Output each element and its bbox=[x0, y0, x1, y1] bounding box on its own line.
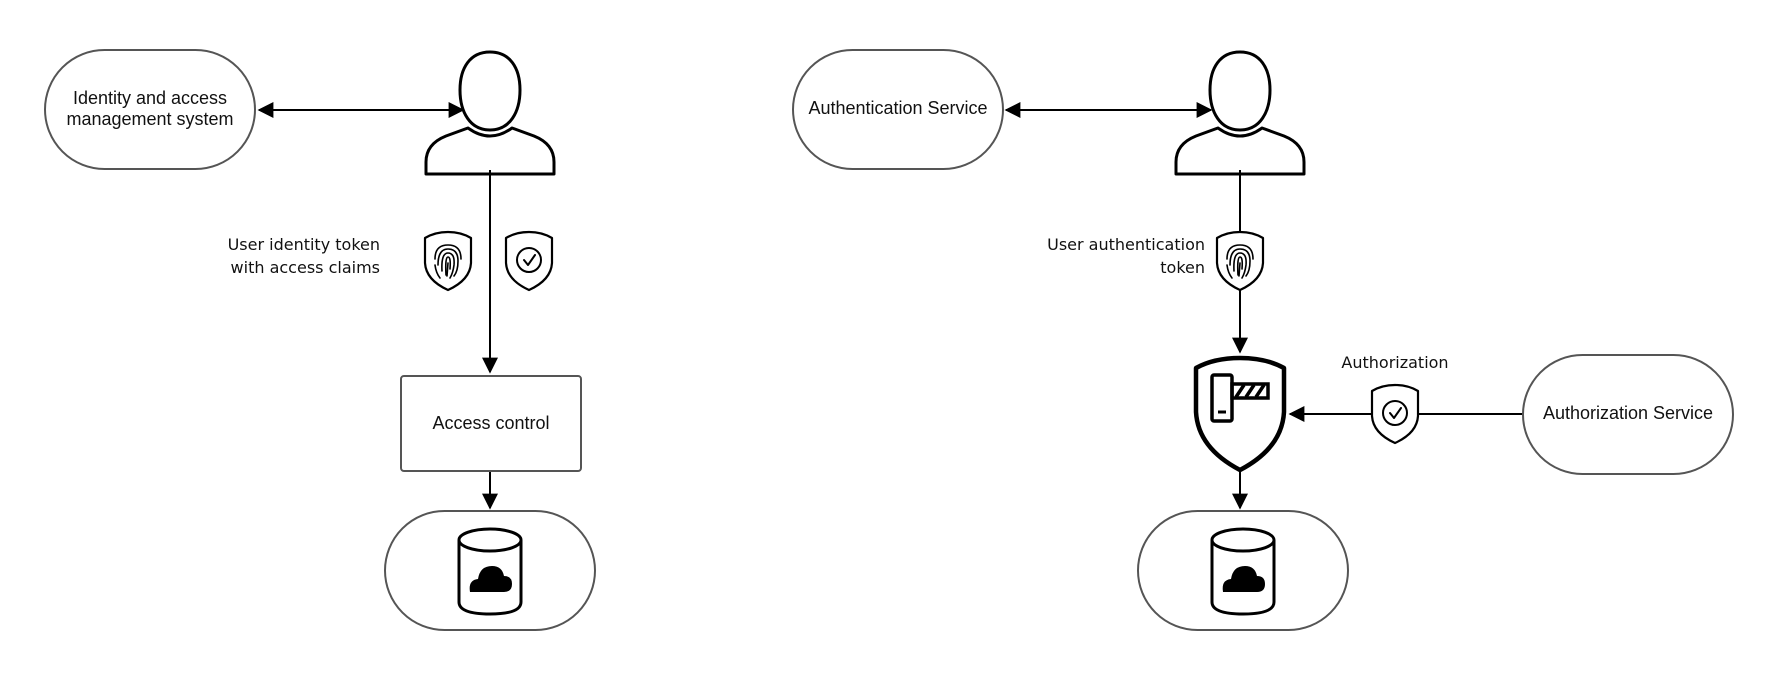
fingerprint-shield-icon bbox=[1217, 232, 1263, 290]
access-control-node bbox=[400, 375, 582, 472]
auth-token-label-line2: token bbox=[1160, 258, 1205, 277]
iam-system-label-line2: management system bbox=[66, 109, 233, 129]
token-label-line2: with access claims bbox=[231, 258, 380, 277]
token-label-line1: User identity token bbox=[228, 235, 380, 254]
user-icon bbox=[424, 50, 556, 176]
authentication-service-node bbox=[792, 49, 1004, 170]
cloud-database-icon bbox=[1210, 527, 1276, 616]
authentication-service-label: Authentication Service bbox=[808, 98, 987, 118]
access-control-label: Access control bbox=[432, 413, 549, 433]
authorization-label: Authorization bbox=[1341, 353, 1448, 372]
check-shield-icon bbox=[506, 232, 552, 290]
auth-token-label-line1: User authentication bbox=[1047, 235, 1205, 254]
authorization-service-label: Authorization Service bbox=[1543, 403, 1713, 423]
left-diagram: Identity and access management system Us… bbox=[44, 49, 596, 631]
cloud-database-icon bbox=[457, 527, 523, 616]
iam-system-node bbox=[44, 49, 256, 170]
fingerprint-shield-icon bbox=[425, 232, 471, 290]
authorization-service-node bbox=[1522, 354, 1734, 475]
user-icon bbox=[1174, 50, 1306, 176]
gate-shield-icon bbox=[1193, 355, 1287, 473]
check-shield-icon bbox=[1372, 385, 1418, 443]
iam-system-label-line1: Identity and access bbox=[73, 88, 227, 108]
right-diagram: Authentication Service User authenticati… bbox=[792, 49, 1734, 631]
